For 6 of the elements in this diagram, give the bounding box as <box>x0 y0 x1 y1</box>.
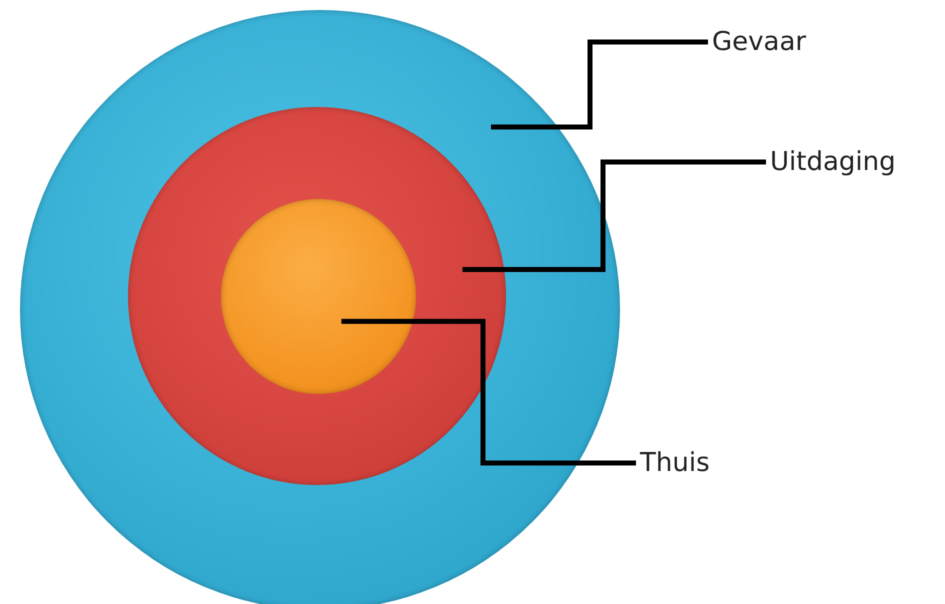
zone-label: Gevaar <box>712 26 806 58</box>
leader-line <box>491 40 708 130</box>
leader-line <box>341 318 636 466</box>
zone-label: Thuis <box>640 447 710 479</box>
zone-label: Uitdaging <box>770 146 896 178</box>
leader-line <box>462 160 766 272</box>
